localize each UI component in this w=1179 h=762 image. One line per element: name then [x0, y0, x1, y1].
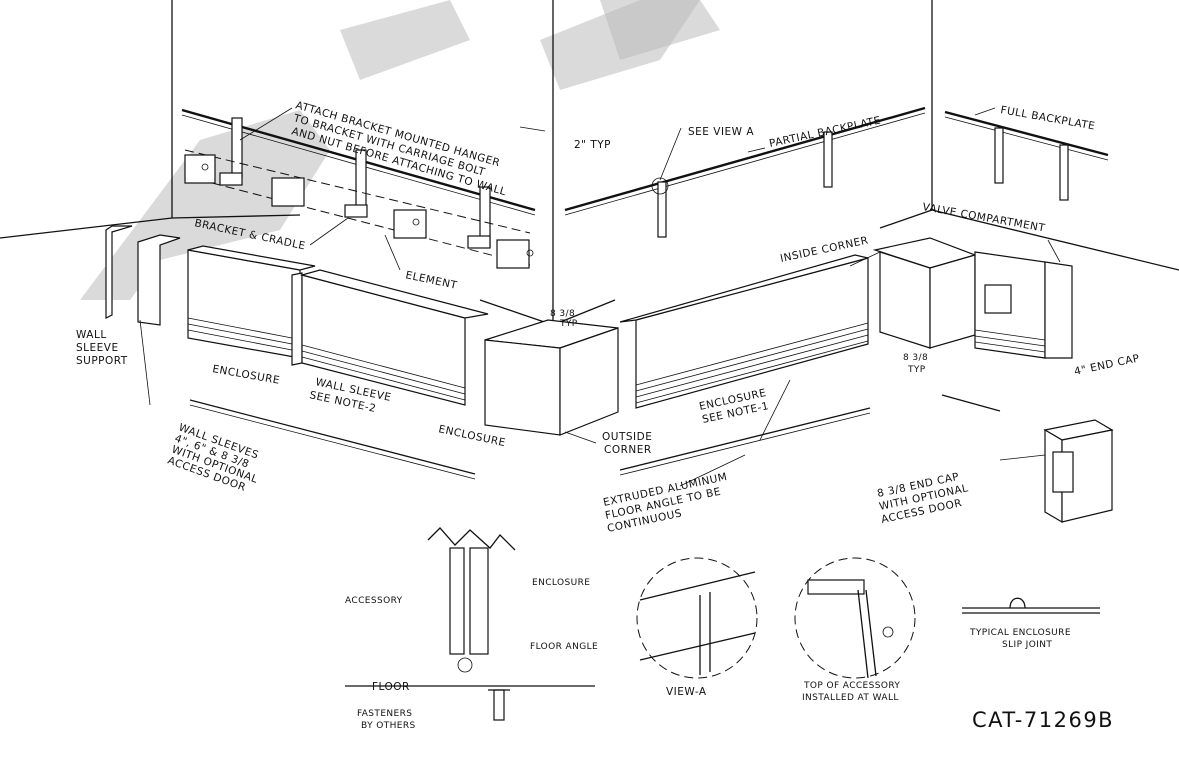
- catalog-number: CAT-71269B: [972, 708, 1114, 732]
- top-accessory-2: INSTALLED AT WALL: [802, 693, 899, 703]
- louver-lines-left: [187, 317, 466, 401]
- outside-corner-1: OUTSIDE: [602, 431, 652, 443]
- inside-corner-valve: [872, 237, 1073, 412]
- see-view-a-label: SEE VIEW A: [688, 126, 754, 138]
- wall-sleeve-support-1: WALL: [76, 329, 107, 341]
- slip-joint-1: TYPICAL ENCLOSURE: [969, 628, 1071, 638]
- left-enclosure-run: [187, 245, 489, 480]
- leader-lines: [139, 107, 1061, 487]
- wall-sleeve-support-3: SUPPORT: [76, 355, 128, 367]
- fasteners-2: BY OTHERS: [361, 721, 416, 731]
- floor-label: FLOOR: [372, 681, 410, 693]
- element-fins: [184, 154, 534, 269]
- dim-838-right-1: 8 3/8: [903, 353, 928, 363]
- dim-838-top-1: 8 3/8: [550, 309, 575, 319]
- valve-compartment-label: VALVE COMPARTMENT: [921, 201, 1046, 234]
- top-accessory-1: TOP OF ACCESSORY: [803, 681, 900, 691]
- floor-angle-label: FLOOR ANGLE: [530, 642, 598, 652]
- partial-backplate-assembly: [564, 106, 926, 238]
- room-walls: [0, 0, 1179, 326]
- end-cap-8: [1043, 419, 1114, 524]
- full-backplate-assembly: [944, 110, 1109, 201]
- accessory-label: ACCESSORY: [345, 596, 403, 606]
- slip-joint-detail: [962, 597, 1100, 614]
- view-a-label: VIEW-A: [666, 686, 707, 698]
- enclosure-left-label: ENCLOSURE: [211, 363, 280, 387]
- outside-corner-2: CORNER: [604, 444, 652, 456]
- view-a-detail: [636, 557, 758, 679]
- dim-838-right-2: TYP: [907, 365, 926, 375]
- element-label: ELEMENT: [404, 269, 458, 292]
- top-accessory-detail: [794, 557, 916, 679]
- left-backplate-assembly: [181, 108, 536, 269]
- fasteners-1: FASTENERS: [357, 709, 412, 719]
- wall-sleeve-parts: [105, 225, 181, 326]
- floor-detail: [345, 527, 595, 721]
- dim-838-top-2: TYP: [559, 319, 578, 329]
- slip-joint-2: SLIP JOINT: [1002, 640, 1052, 650]
- wall-sleeve-support-2: SLEEVE: [76, 342, 119, 354]
- outside-corner: [484, 319, 619, 436]
- center-enclosure: [619, 254, 871, 476]
- two-typ-label: 2" TYP: [574, 139, 611, 151]
- full-backplate-label: FULL BACKPLATE: [999, 104, 1096, 132]
- enclosure-detail-label: ENCLOSURE: [532, 578, 590, 588]
- end-cap-4-label: 4" END CAP: [1073, 352, 1141, 378]
